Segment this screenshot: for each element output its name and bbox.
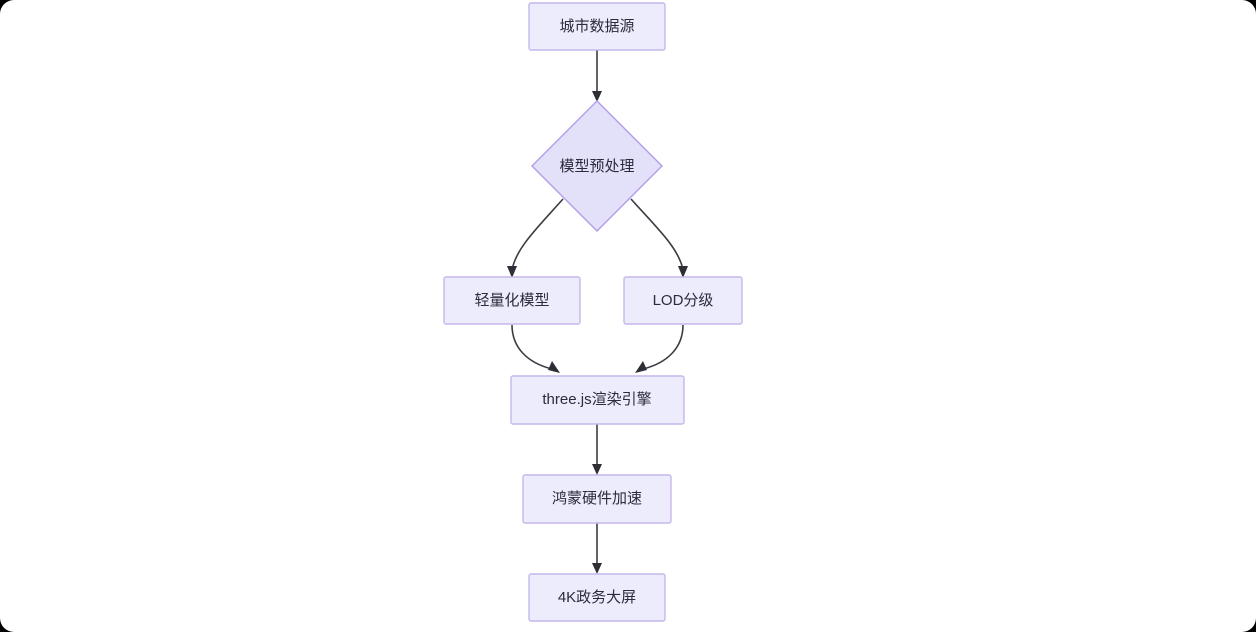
node-threejs[interactable]: three.js渲染引擎 [510, 375, 685, 425]
edge-line [630, 198, 684, 271]
edge-harmony-to-screen [592, 523, 602, 574]
edge-arrowhead [678, 266, 688, 278]
node-label-screen: 4K政务大屏 [558, 589, 636, 606]
node-shape-rect[interactable] [623, 276, 743, 325]
edge-arrowhead [592, 464, 602, 475]
node-lightweight[interactable]: 轻量化模型 [443, 276, 581, 325]
edge-lod-to-threejs [635, 324, 684, 373]
node-label-threejs: three.js渲染引擎 [542, 391, 651, 408]
node-label-lightweight: 轻量化模型 [474, 292, 549, 309]
node-label-harmony: 鸿蒙硬件加速 [552, 490, 642, 507]
edge-arrowhead [592, 563, 602, 574]
node-shape-rect[interactable] [510, 375, 685, 425]
edge-line [642, 324, 684, 370]
edge-layer [507, 49, 688, 574]
node-label-preprocess: 模型预处理 [559, 158, 634, 175]
edge-arrowhead [548, 361, 560, 373]
node-shape-diamond[interactable] [531, 100, 663, 232]
edge-preprocess-to-lod [630, 198, 688, 278]
edge-arrowhead [635, 361, 647, 373]
edge-source-to-preprocess [592, 49, 602, 102]
node-label-source: 城市数据源 [559, 18, 634, 35]
node-shape-rect[interactable] [443, 276, 581, 325]
node-shape-rect[interactable] [522, 474, 672, 524]
node-label-lod: LOD分级 [653, 292, 714, 309]
node-harmony[interactable]: 鸿蒙硬件加速 [522, 474, 672, 524]
node-preprocess[interactable]: 模型预处理 [531, 100, 663, 232]
edge-arrowhead [507, 266, 517, 278]
node-shape-rect[interactable] [528, 2, 666, 51]
node-shape-rect[interactable] [528, 573, 666, 622]
edge-preprocess-to-lightweight [507, 198, 564, 278]
edge-arrowhead [592, 91, 602, 102]
node-screen[interactable]: 4K政务大屏 [528, 573, 666, 622]
edge-threejs-to-harmony [592, 424, 602, 475]
node-layer: 城市数据源 模型预处理 轻量化模型 LOD分级 three.js渲染引擎 鸿蒙硬 [443, 2, 743, 622]
node-lod[interactable]: LOD分级 [623, 276, 743, 325]
edge-line [511, 198, 564, 271]
edge-lightweight-to-threejs [511, 324, 560, 373]
edge-line [511, 324, 553, 370]
node-source[interactable]: 城市数据源 [528, 2, 666, 51]
